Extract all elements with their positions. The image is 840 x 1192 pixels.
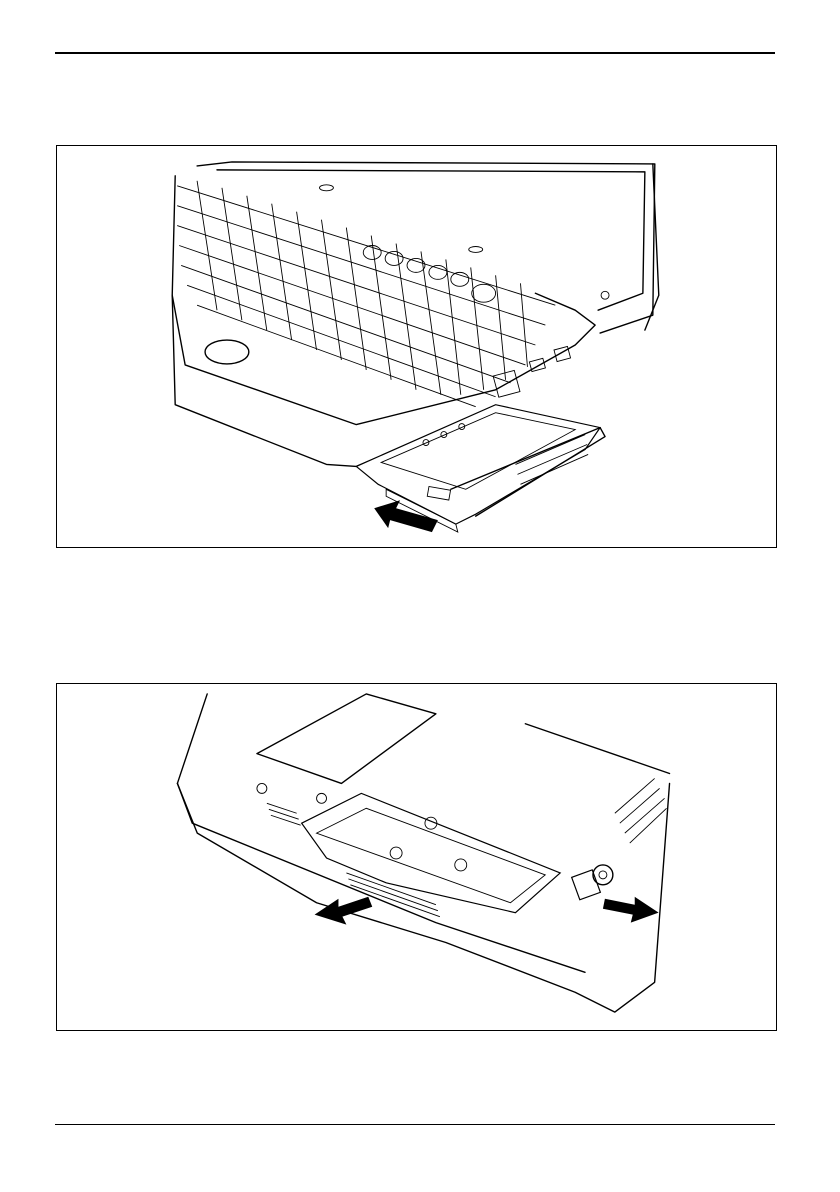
header-rule [55, 52, 775, 54]
keyboard-keys [177, 181, 555, 407]
figure-2-release-latches [56, 683, 777, 1031]
laptop-illustration [57, 146, 776, 547]
pull-right-arrow-icon [603, 897, 659, 923]
footer-rule [55, 1124, 775, 1125]
laptop-underside-illustration [57, 684, 776, 1030]
pull-left-arrow-icon [315, 897, 373, 925]
figure-1-insert-module [56, 145, 777, 548]
